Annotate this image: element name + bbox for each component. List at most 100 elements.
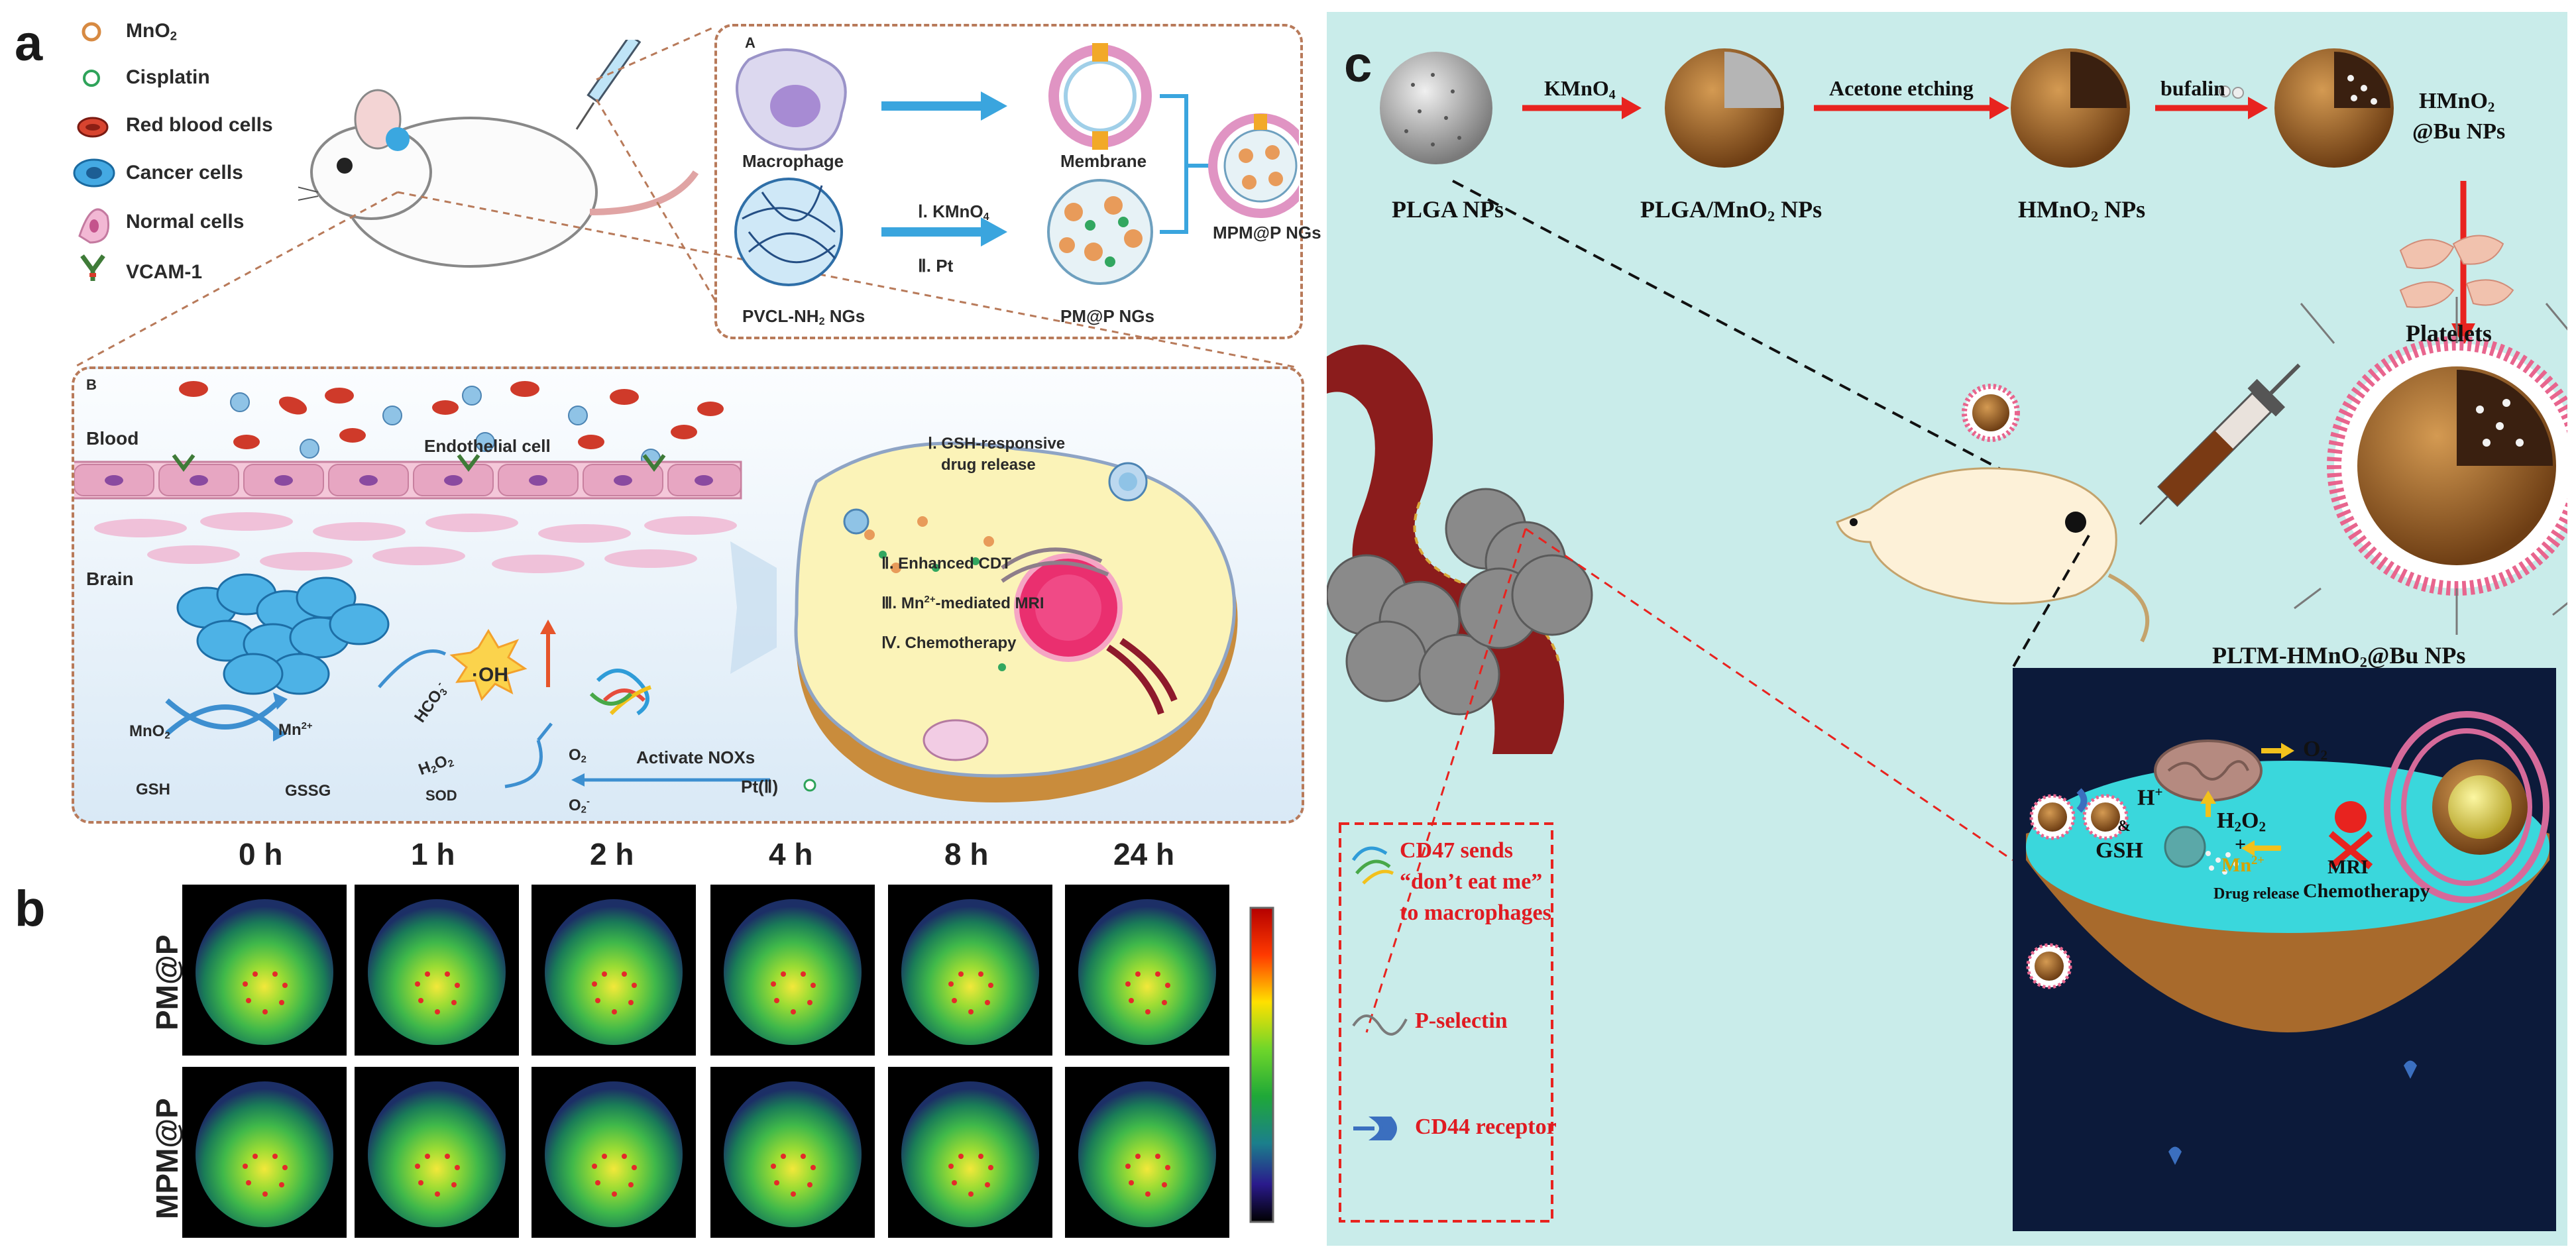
cell-drug-release-label: Drug release [2213, 885, 2300, 903]
cell-chemotherapy-label: Chemotherapy [2303, 880, 2430, 902]
hmno2-bu-np-label-line1: HMnO2 [2419, 89, 2495, 115]
b-o2-label: O2 [569, 746, 587, 765]
b-nox-label: Activate NOXs [636, 747, 756, 767]
panel-label-c: c [1344, 36, 1372, 93]
mri-pm-p-24h [1065, 885, 1229, 1056]
panel-label-b: b [15, 881, 46, 937]
mri-pm-p-2h [532, 885, 696, 1056]
cell-o2-label: O2 [2303, 737, 2327, 763]
legend-cisplatin: Cisplatin [126, 66, 210, 88]
time-2h: 2 h [590, 837, 634, 871]
legend-cd47-line3: to macrophages [1400, 901, 1551, 925]
plga-np-icon [1380, 52, 1492, 164]
endothelial-cell-label: Endothelial cell [424, 436, 551, 456]
b-sod-label: SOD [425, 787, 457, 804]
cell-item-3: Ⅲ. Mn2+-mediated MRI [881, 594, 1044, 612]
row-label-pm-p: PM@P [150, 934, 184, 1030]
legend-cd44: CD44 receptor [1415, 1115, 1557, 1139]
syringe-icon [2139, 363, 2301, 525]
cell-item-1: Ⅰ. GSH-responsive [928, 435, 1066, 453]
cd44-legend-icon [1353, 1117, 1397, 1140]
kmno4-step-label: Ⅰ. KMnO4 [918, 201, 989, 223]
cd47-legend-icon [1351, 846, 1394, 885]
platelets-label: Platelets [2406, 320, 2492, 347]
box-a-letter: A [745, 34, 756, 51]
pm-p-label: PM@P NGs [1060, 306, 1154, 326]
cell-h2o2-label: H2O2 [2217, 808, 2266, 835]
mri-mpm-p-2h [532, 1067, 696, 1238]
legend-vcam1: VCAM-1 [126, 261, 203, 283]
time-1h: 1 h [411, 837, 455, 871]
legend-cd47-line1: CD47 sends [1400, 838, 1513, 863]
mno2-icon [82, 22, 101, 42]
box-a-illustrations [734, 43, 1299, 286]
cell-cytoplasm [2026, 761, 2549, 933]
b-gssg-label: GSSG [285, 782, 331, 800]
nanoparticles-in-blood [230, 386, 661, 468]
time-4h: 4 h [769, 837, 813, 871]
step-acetone-label: Acetone etching [1829, 76, 1974, 100]
pt-step-label: Ⅱ. Pt [918, 256, 954, 276]
mri-pm-p-0h [182, 885, 347, 1056]
mouse-illustration [1836, 467, 2117, 605]
b-o2-minus-label: O2- [569, 796, 590, 816]
panel-a-legend-icons [73, 22, 115, 281]
b-mno2-label: MnO2 [129, 722, 170, 741]
panel-c-illustrations [1327, 48, 2567, 1231]
cell-mn-label: Mn2+ [2221, 853, 2265, 877]
mri-pm-p-1h [355, 885, 519, 1056]
cell-mri-label: MRI [2327, 856, 2369, 878]
tumor-cluster-3d [1327, 488, 1593, 716]
row-label-mpm-p: MPM@P [150, 1098, 184, 1219]
mri-pm-p-4h [710, 885, 875, 1056]
b-gsh-label: GSH [136, 781, 171, 798]
legend-p-selectin: P-selectin [1415, 1009, 1508, 1033]
box-b-illustrations [74, 381, 1238, 802]
pvcl-nanogel-icon [734, 178, 843, 286]
mri-mpm-p-4h [710, 1067, 875, 1238]
b-pt-label: Pt(Ⅱ) [741, 777, 779, 796]
box-a [714, 24, 1303, 339]
mri-mpm-p-24h [1065, 1067, 1229, 1238]
red-blood-cells [179, 381, 724, 449]
b-mn-label: Mn2+ [278, 721, 313, 739]
blood-label: Blood [86, 428, 139, 449]
mpm-p-label: MPM@P NGs [1213, 223, 1321, 243]
mri-mpm-p-8h [888, 1067, 1052, 1238]
skull-icon [2335, 801, 2367, 833]
macrophage-label: Macrophage [742, 151, 844, 171]
cisplatin-icon [83, 70, 100, 87]
tumor-cluster [176, 573, 390, 695]
mri-mpm-p-1h [355, 1067, 519, 1238]
hydroxyl-radical-burst [449, 629, 528, 701]
mri-color-scale-bar [1249, 906, 1274, 1223]
cell-amp-label: & [2117, 818, 2131, 835]
pvcl-label: PVCL-NH2 NGs [742, 306, 866, 328]
plga-mno2-np-label: PLGA/MnO2 NPs [1640, 196, 1822, 225]
cell-item-4: Ⅳ. Chemotherapy [881, 634, 1017, 652]
platelets-icon [2399, 235, 2514, 308]
time-8h: 8 h [944, 837, 989, 871]
hmno2-bu-np-label-line2: @Bu NPs [2412, 119, 2506, 144]
golgi-rings-icon [2384, 711, 2549, 903]
cell-plus-label: + [2235, 834, 2247, 855]
p-selectin-legend-icon [1352, 1014, 1408, 1036]
cell-h-plus-label: H+ [2137, 784, 2163, 810]
cell-item-1b: drug release [941, 456, 1036, 474]
nox-protein-icon [589, 669, 651, 716]
panel-label-a: a [15, 15, 43, 72]
plga-np-label: PLGA NPs [1392, 196, 1504, 223]
legend-cancer-cells: Cancer cells [126, 162, 243, 184]
pltm-np-label: PLTM-HMnO2@Bu NPs [2212, 642, 2466, 671]
legend-normal-cells: Normal cells [126, 211, 245, 233]
step-kmno4-label: KMnO4 [1544, 76, 1616, 102]
cell-nanoparticles [2026, 794, 2206, 989]
brain-normal-cells [94, 512, 737, 573]
blood-vessel-illustration [1327, 345, 1564, 754]
mri-pm-p-8h [888, 885, 1052, 1056]
cell-item-2: Ⅱ. Enhanced CDT [881, 555, 1011, 573]
time-0h: 0 h [239, 837, 283, 871]
hmno2-np-label: HMnO2 NPs [2018, 196, 2146, 225]
b-oh-label: ·OH [472, 664, 508, 686]
